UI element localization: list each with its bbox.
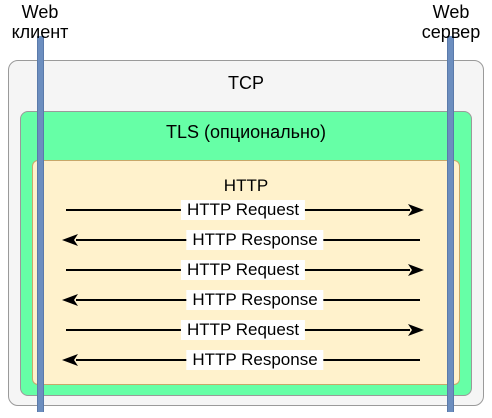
server-lifeline xyxy=(447,36,454,412)
message-label: HTTP Request xyxy=(180,320,306,340)
message-label: HTTP Response xyxy=(186,290,324,310)
message-label: HTTP Request xyxy=(180,200,306,220)
message-arrow-head xyxy=(62,354,78,366)
http-layer-title: HTTP xyxy=(223,176,269,195)
client-lifeline xyxy=(37,36,44,412)
message-arrow-head xyxy=(408,204,424,216)
server-label: Web сервер xyxy=(410,2,492,42)
server-label-line2: сервер xyxy=(421,22,481,42)
message-arrow-head xyxy=(62,234,78,246)
message-arrow-head xyxy=(62,294,78,306)
message-arrow-head xyxy=(408,264,424,276)
client-label-line2: клиент xyxy=(11,22,69,42)
tls-layer-title: TLS (опционально) xyxy=(166,122,326,142)
message-label: HTTP Response xyxy=(186,230,324,250)
tcp-layer-title: TCP xyxy=(228,73,264,93)
server-label-line1: Web xyxy=(432,2,470,22)
message-arrow-head xyxy=(408,324,424,336)
message-label: HTTP Request xyxy=(180,260,306,280)
client-label: Web клиент xyxy=(0,2,80,42)
message-label: HTTP Response xyxy=(186,350,324,370)
client-label-line1: Web xyxy=(21,2,59,22)
